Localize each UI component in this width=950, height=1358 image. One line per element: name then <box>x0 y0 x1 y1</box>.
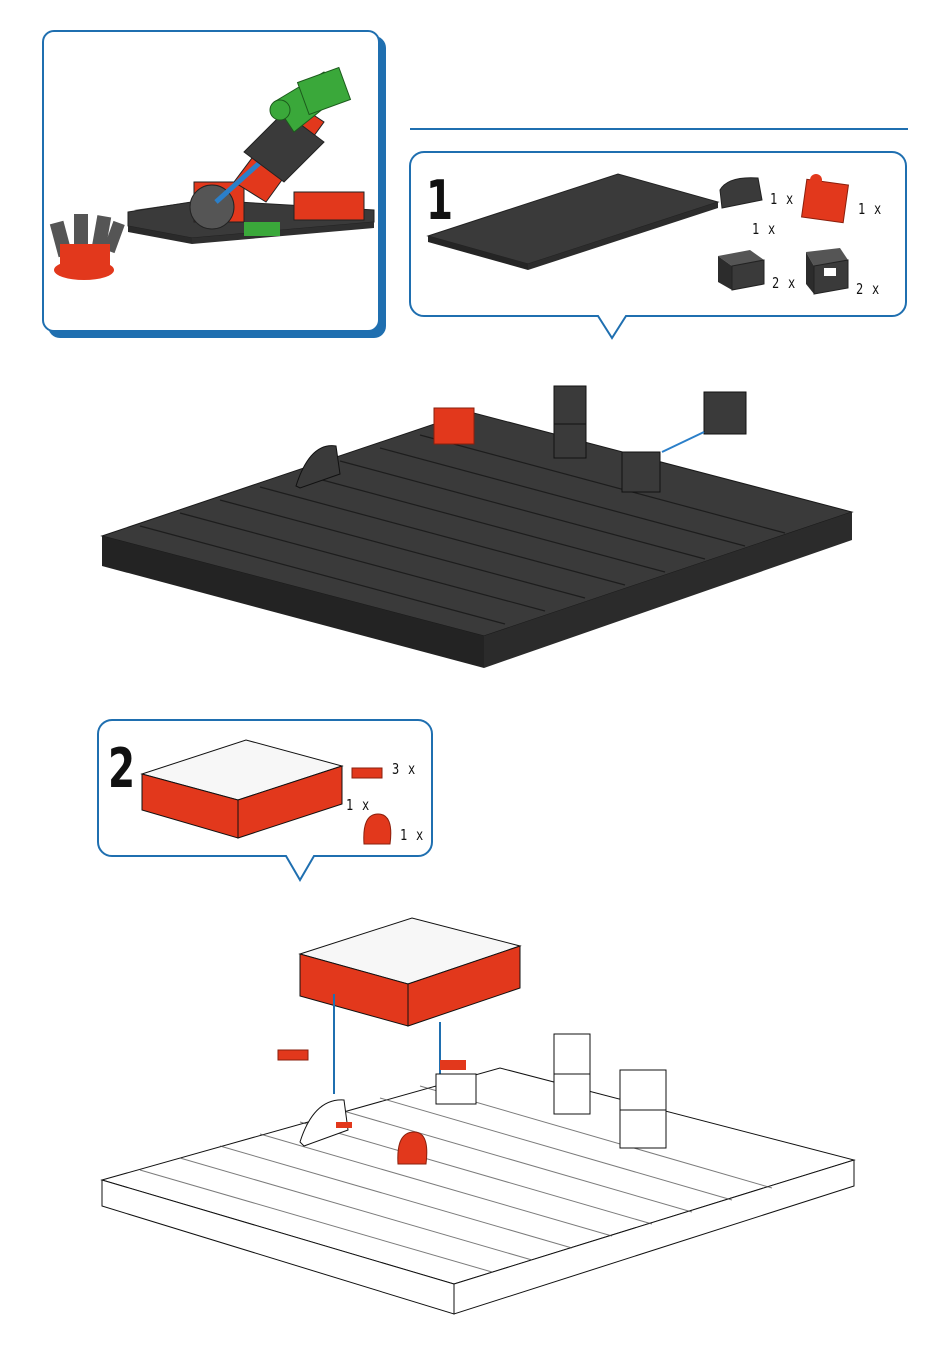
part-quantity: 2 x <box>772 274 796 292</box>
step1-parts-callout: 1 1 x 1 x 1 x 2 x 2 x <box>408 150 908 342</box>
section-divider <box>410 128 908 130</box>
red-connector-part <box>352 768 382 778</box>
gripper-icon <box>50 214 125 280</box>
part-quantity: 1 x <box>858 200 882 218</box>
model-overview-panel <box>42 30 380 332</box>
step-number: 1 <box>426 174 453 228</box>
part-quantity: 2 x <box>856 280 880 298</box>
step2-assembly-illustration <box>100 914 860 1324</box>
block-15-part <box>718 250 764 290</box>
part-quantity: 1 x <box>400 826 424 844</box>
model-overview-illustration <box>44 32 378 330</box>
step-number: 2 <box>108 742 135 796</box>
part-quantity: 1 x <box>752 220 776 238</box>
step1-assembly-illustration <box>100 376 860 676</box>
part-quantity: 3 x <box>392 760 416 778</box>
part-quantity: 1 x <box>346 796 370 814</box>
part-quantity: 1 x <box>770 190 794 208</box>
step2-parts-callout: 2 3 x 1 x 1 x <box>96 718 434 888</box>
red-mount-part <box>364 814 391 844</box>
block-30-part <box>806 248 848 294</box>
